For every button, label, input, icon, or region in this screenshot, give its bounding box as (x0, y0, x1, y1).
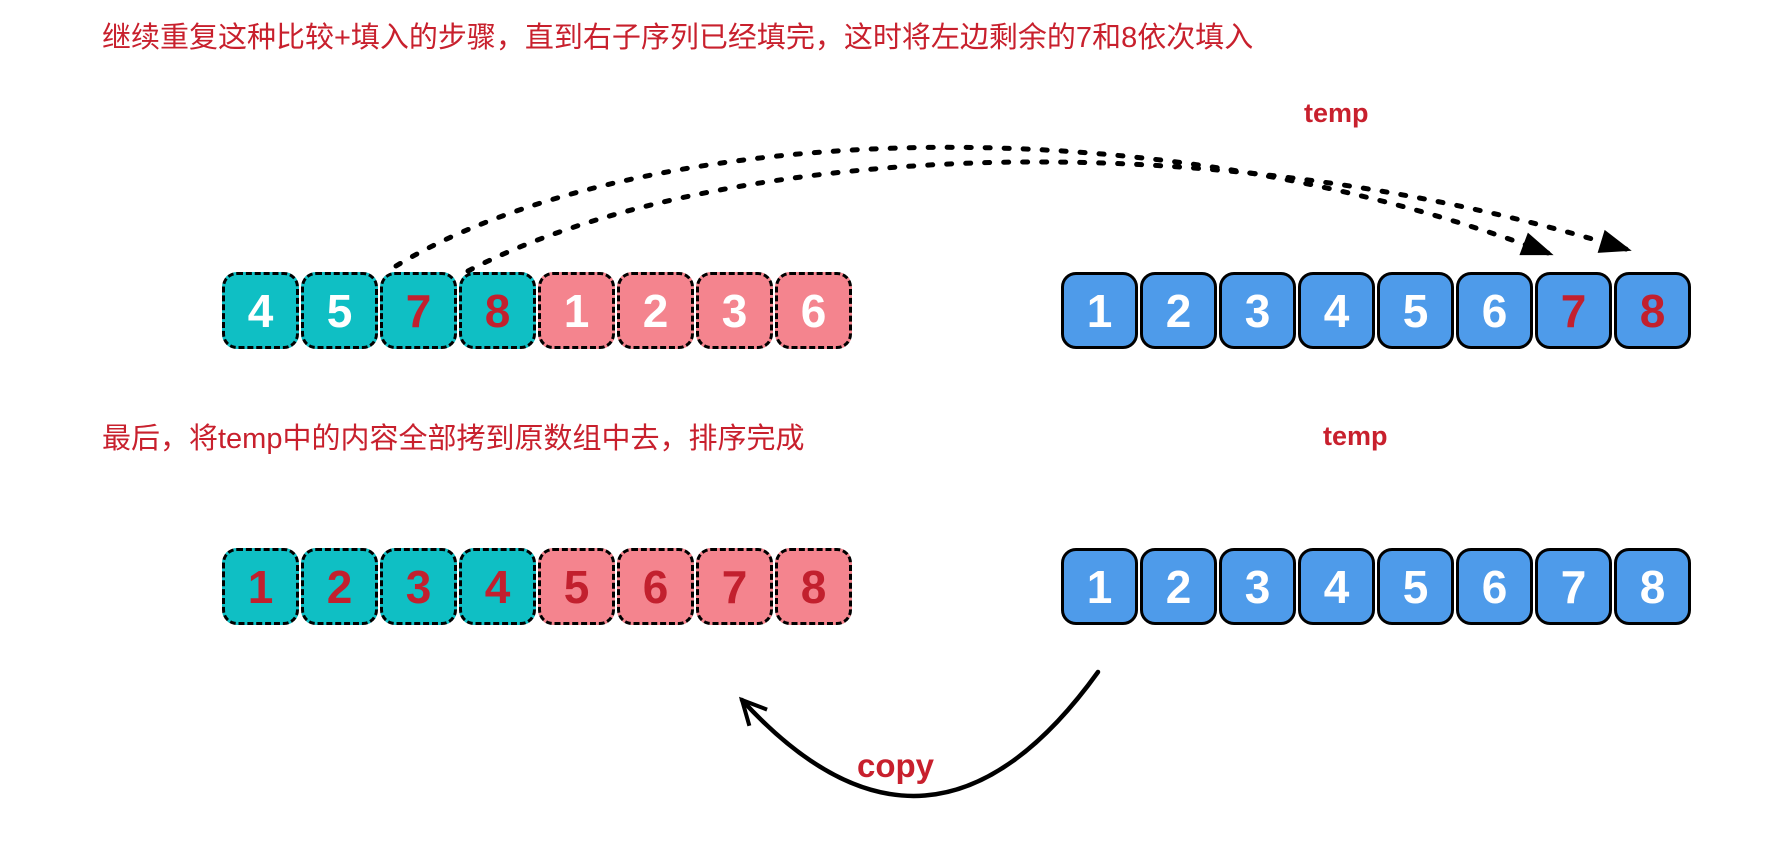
array-cell: 2 (1140, 548, 1217, 625)
array-cell: 5 (1377, 272, 1454, 349)
temp-label-bottom: temp (1323, 421, 1388, 451)
final-instruction-text: 最后，将temp中的内容全部拷到原数组中去，排序完成 (102, 423, 805, 455)
array-cell: 4 (459, 548, 536, 625)
merge-arrow-8 (465, 159, 1632, 274)
array-cell: 6 (617, 548, 694, 625)
array-cell: 3 (380, 548, 457, 625)
array-cell: 5 (538, 548, 615, 625)
array-cell: 2 (1140, 272, 1217, 349)
array-cell: 8 (1614, 548, 1691, 625)
array-cell: 1 (222, 548, 299, 625)
array-cell: 6 (1456, 548, 1533, 625)
array-cell: 6 (1456, 272, 1533, 349)
array-cell: 3 (1219, 548, 1296, 625)
array-cell: 7 (1535, 548, 1612, 625)
array-cell: 4 (1298, 548, 1375, 625)
array-original-top: 4 5 7 8 1 2 3 6 (222, 272, 852, 349)
array-cell: 6 (775, 272, 852, 349)
array-temp-bottom: 1 2 3 4 5 6 7 8 (1061, 548, 1691, 625)
array-cell: 8 (1614, 272, 1691, 349)
array-cell: 5 (301, 272, 378, 349)
step-instruction-text: 继续重复这种比较+填入的步骤，直到右子序列已经填完，这时将左边剩余的7和8依次填… (102, 22, 1254, 54)
copy-label: copy (857, 747, 935, 784)
array-cell: 4 (222, 272, 299, 349)
array-cell: 4 (1298, 272, 1375, 349)
array-cell: 5 (1377, 548, 1454, 625)
array-cell: 7 (1535, 272, 1612, 349)
array-original-bottom: 1 2 3 4 5 6 7 8 (222, 548, 852, 625)
merge-arrow-7 (393, 144, 1554, 269)
array-temp-top: 1 2 3 4 5 6 7 8 (1061, 272, 1691, 349)
array-cell: 8 (459, 272, 536, 349)
array-cell: 8 (775, 548, 852, 625)
array-cell: 2 (301, 548, 378, 625)
array-cell: 1 (538, 272, 615, 349)
array-cell: 3 (696, 272, 773, 349)
array-cell: 3 (1219, 272, 1296, 349)
array-cell: 7 (696, 548, 773, 625)
array-cell: 2 (617, 272, 694, 349)
temp-label-top: temp (1304, 98, 1369, 128)
array-cell: 1 (1061, 548, 1138, 625)
array-cell: 1 (1061, 272, 1138, 349)
array-cell: 7 (380, 272, 457, 349)
